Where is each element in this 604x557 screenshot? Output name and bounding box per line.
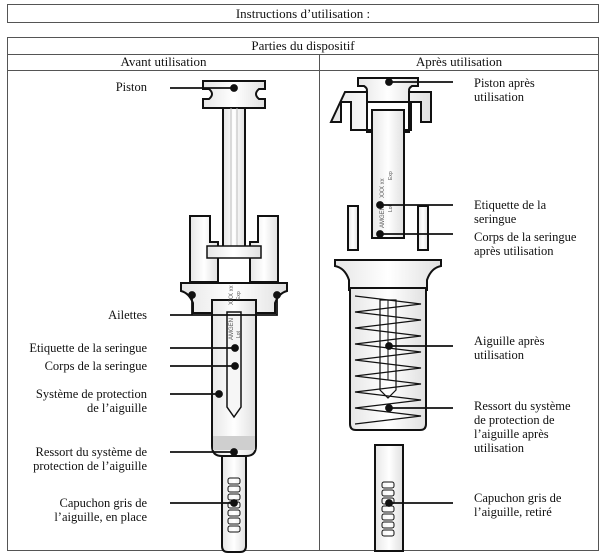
label-line: Ressort du système de	[35, 445, 147, 459]
needle-after	[379, 299, 397, 399]
label-corps-apres: Corps de la seringue après utilisation	[474, 230, 576, 258]
syringe-after-use	[329, 77, 432, 239]
syringe-brand-text: AMGEN	[229, 318, 235, 340]
label-line: de protection de	[474, 413, 555, 427]
label-line: Corps de la seringue	[474, 230, 577, 244]
label-line: Etiquette de la	[474, 198, 547, 212]
label-line: Aiguille après	[474, 334, 545, 348]
syringe-brand-text-after: AMGEN	[380, 206, 386, 228]
label-line: après utilisation	[474, 244, 554, 258]
label-line: Système de protection	[35, 387, 147, 401]
heading-row-divider	[8, 54, 598, 71]
instructions-title: Instructions d’utilisation :	[7, 4, 599, 23]
syringe-exp-text: Exp	[236, 291, 242, 300]
label-ailettes: Ailettes	[108, 308, 147, 322]
label-line: Piston après	[474, 76, 535, 90]
syringe-barrel-after	[371, 109, 405, 239]
syringe-label-after: AMGEN XXX xx Exp Lot	[380, 171, 394, 228]
guard-spring	[213, 436, 255, 450]
table-title: Parties du dispositif	[8, 38, 598, 55]
column-divider	[319, 54, 320, 550]
label-line: de l’aiguille	[86, 401, 147, 415]
label-line: Capuchon gris de	[59, 496, 147, 510]
label-line: l’aiguille après	[474, 427, 549, 441]
plunger-rod	[222, 107, 246, 249]
column-heading-after: Après utilisation	[415, 54, 503, 69]
label-line: utilisation	[474, 348, 524, 362]
spring-after	[354, 295, 422, 425]
label-line: utilisation	[474, 441, 524, 455]
label-line: protection de l’aiguille	[33, 459, 147, 473]
leader-lines-before	[170, 84, 281, 507]
label-ressort: Ressort du système de protection de l’ai…	[33, 445, 147, 473]
label-line: Ressort du système	[474, 399, 571, 413]
label-etiquette-seringue: Etiquette de la seringue	[29, 341, 147, 355]
label-piston-apres: Piston après utilisation	[474, 76, 535, 104]
label-corps-seringue: Corps de la seringue	[44, 359, 147, 373]
label-line: l’aiguille, en place	[54, 510, 147, 524]
label-etiquette-apres: Etiquette de la seringue	[474, 198, 546, 226]
syringe-code-text: XXX xx	[229, 285, 235, 305]
column-heading-before: Avant utilisation	[120, 54, 207, 69]
finger-grip-left-after	[347, 205, 359, 251]
label-line: l’aiguille, retiré	[474, 505, 552, 519]
label-aiguille-apres: Aiguille après utilisation	[474, 334, 544, 362]
leader-lines-after	[376, 78, 453, 507]
flange-after	[334, 259, 442, 291]
syringe-exp-text-after: Exp	[388, 171, 394, 180]
syringe-label-before: AMGEN XXX xx Exp Lot	[229, 285, 242, 340]
label-capuchon-retire: Capuchon gris de l’aiguille, retiré	[474, 491, 561, 519]
label-piston: Piston	[115, 80, 147, 94]
flange	[180, 282, 288, 314]
label-line: seringue	[474, 212, 517, 226]
finger-grip-right-after	[417, 205, 429, 251]
syringe-before-use	[180, 80, 288, 457]
label-line: Capuchon gris de	[474, 491, 562, 505]
syringe-lot-text-after: Lot	[388, 204, 394, 212]
syringe-code-text-after: XXX xx	[380, 178, 386, 198]
label-line: utilisation	[474, 90, 524, 104]
label-ressort-apres: Ressort du système de protection de l’ai…	[474, 399, 571, 455]
syringe-lot-text: Lot	[236, 330, 242, 338]
label-systeme-protection: Système de protection de l’aiguille	[36, 387, 147, 415]
label-capuchon-en-place: Capuchon gris de l’aiguille, en place	[54, 496, 147, 524]
device-parts-table: Parties du dispositif Avant utilisation …	[7, 37, 599, 551]
